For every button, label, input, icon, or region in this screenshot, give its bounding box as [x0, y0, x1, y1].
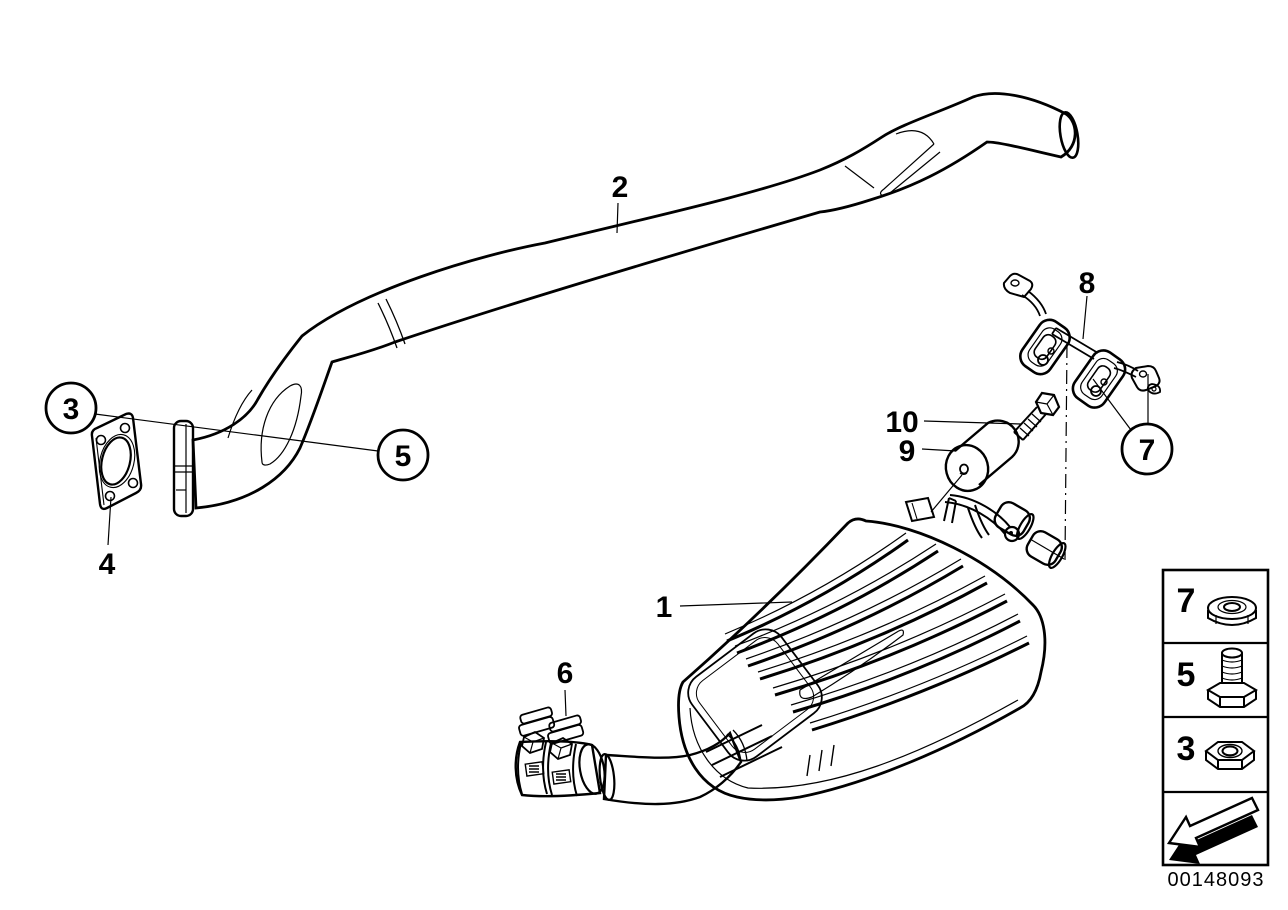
- callout-5[interactable]: 5: [376, 428, 430, 482]
- callout-7[interactable]: 7: [1120, 422, 1174, 476]
- rubber-mount-left: [1019, 318, 1071, 376]
- front-pipe: [191, 92, 1080, 510]
- callout-6[interactable]: 6: [557, 657, 574, 690]
- part-number: 00148093: [1168, 869, 1265, 891]
- callout-3-label: 3: [63, 393, 80, 426]
- callout-10[interactable]: 10: [885, 406, 918, 439]
- clamp-bolt-left: [518, 706, 556, 755]
- exhaust-tips: [993, 500, 1067, 569]
- callout-9[interactable]: 9: [899, 435, 916, 468]
- callouts: 1 2 3 4 5 6 7 8 9 10: [44, 171, 1174, 690]
- pipe-flange: [172, 419, 195, 518]
- alignment-centerline: [1064, 343, 1068, 561]
- direction-arrow-icon: [1166, 796, 1260, 864]
- callout-1[interactable]: 1: [656, 591, 673, 624]
- hex-nut-icon: [1204, 741, 1256, 770]
- legend-ref-5: 5: [1177, 656, 1196, 694]
- muffler-ribs: [705, 532, 1030, 778]
- legend-ref-3: 3: [1177, 730, 1196, 768]
- fastener-legend: 7 5 3: [1161, 568, 1270, 867]
- leader-lines: [94, 202, 1149, 717]
- legend-row-5[interactable]: 5: [1177, 647, 1258, 708]
- rear-muffler: [677, 494, 1047, 802]
- clamp-bolt-right: [547, 714, 585, 761]
- clamp-assembly: [514, 706, 606, 798]
- callout-3[interactable]: 3: [44, 381, 98, 435]
- screw-icon: [1206, 647, 1258, 708]
- legend-ref-7: 7: [1177, 582, 1196, 620]
- muffler-inlet-pipe: [598, 729, 748, 806]
- pipe-open-end: [1058, 111, 1080, 159]
- callout-8[interactable]: 8: [1079, 267, 1096, 300]
- callout-5-label: 5: [395, 440, 412, 473]
- vibration-damper: [944, 419, 1020, 493]
- legend-row-7[interactable]: 7: [1177, 582, 1257, 626]
- hanger-bracket: [1002, 272, 1161, 409]
- callout-2[interactable]: 2: [612, 171, 629, 204]
- callout-7-label: 7: [1139, 434, 1156, 467]
- muffler-mount-fin: [904, 496, 936, 523]
- hex-bolt: [1013, 391, 1061, 441]
- flange-gasket: [90, 412, 143, 511]
- flange-nut-icon: [1207, 596, 1257, 626]
- callout-4[interactable]: 4: [99, 548, 116, 581]
- rubber-mount-right: [1071, 349, 1127, 409]
- legend-row-3[interactable]: 3: [1177, 730, 1256, 770]
